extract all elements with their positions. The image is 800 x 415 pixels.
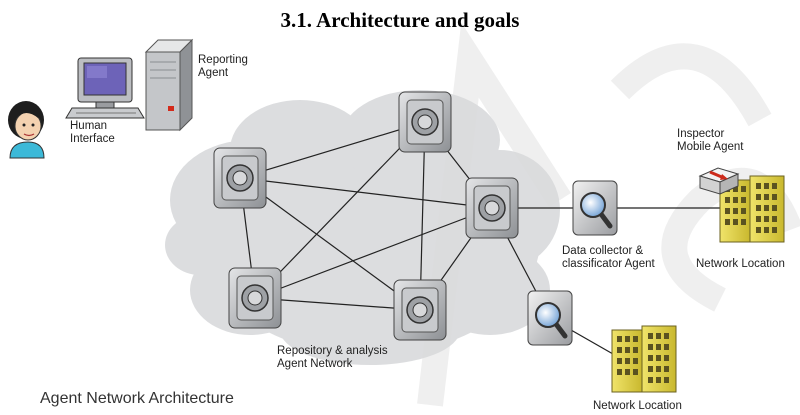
label-line: Repository & analysis xyxy=(277,345,388,357)
building-icon xyxy=(719,175,785,243)
inspector-agent-label: Inspector Mobile Agent xyxy=(677,128,744,154)
section-title: 3.1. Architecture and goals xyxy=(280,8,520,32)
label-line: Agent Network xyxy=(277,358,353,370)
reporting-agent-label: Reporting Agent xyxy=(198,54,248,80)
label-line: Inspector xyxy=(677,128,725,140)
person-icon xyxy=(8,101,45,159)
magnifier-icon xyxy=(527,290,573,346)
label-line: Interface xyxy=(70,133,115,145)
building-icon xyxy=(611,325,677,393)
label-line: Mobile Agent xyxy=(677,141,744,153)
network-location-label: Network Location xyxy=(696,258,785,270)
computer-icon xyxy=(65,57,145,119)
label-line: Reporting xyxy=(198,54,248,66)
agent-node-2 xyxy=(398,91,452,153)
label-line: Agent xyxy=(198,67,229,79)
agent-node-3 xyxy=(465,177,519,239)
inspector-agent-icon xyxy=(698,167,740,195)
agent-node-1 xyxy=(213,147,267,209)
label-line: Human xyxy=(70,120,108,132)
server-icon xyxy=(144,38,194,132)
repository-label: Repository & analysis Agent Network xyxy=(277,345,388,371)
network-location-label: Network Location xyxy=(593,400,682,412)
human-interface-label: Human Interface xyxy=(70,120,115,146)
diagram-caption: Agent Network Architecture xyxy=(40,390,234,407)
magnifier-icon xyxy=(572,180,618,236)
label-line: Data collector & xyxy=(562,245,644,257)
data-collector-label: Data collector & classificator Agent xyxy=(562,245,655,271)
agent-node-5 xyxy=(393,279,447,341)
label-line: classificator Agent xyxy=(562,258,655,270)
agent-node-4 xyxy=(228,267,282,329)
